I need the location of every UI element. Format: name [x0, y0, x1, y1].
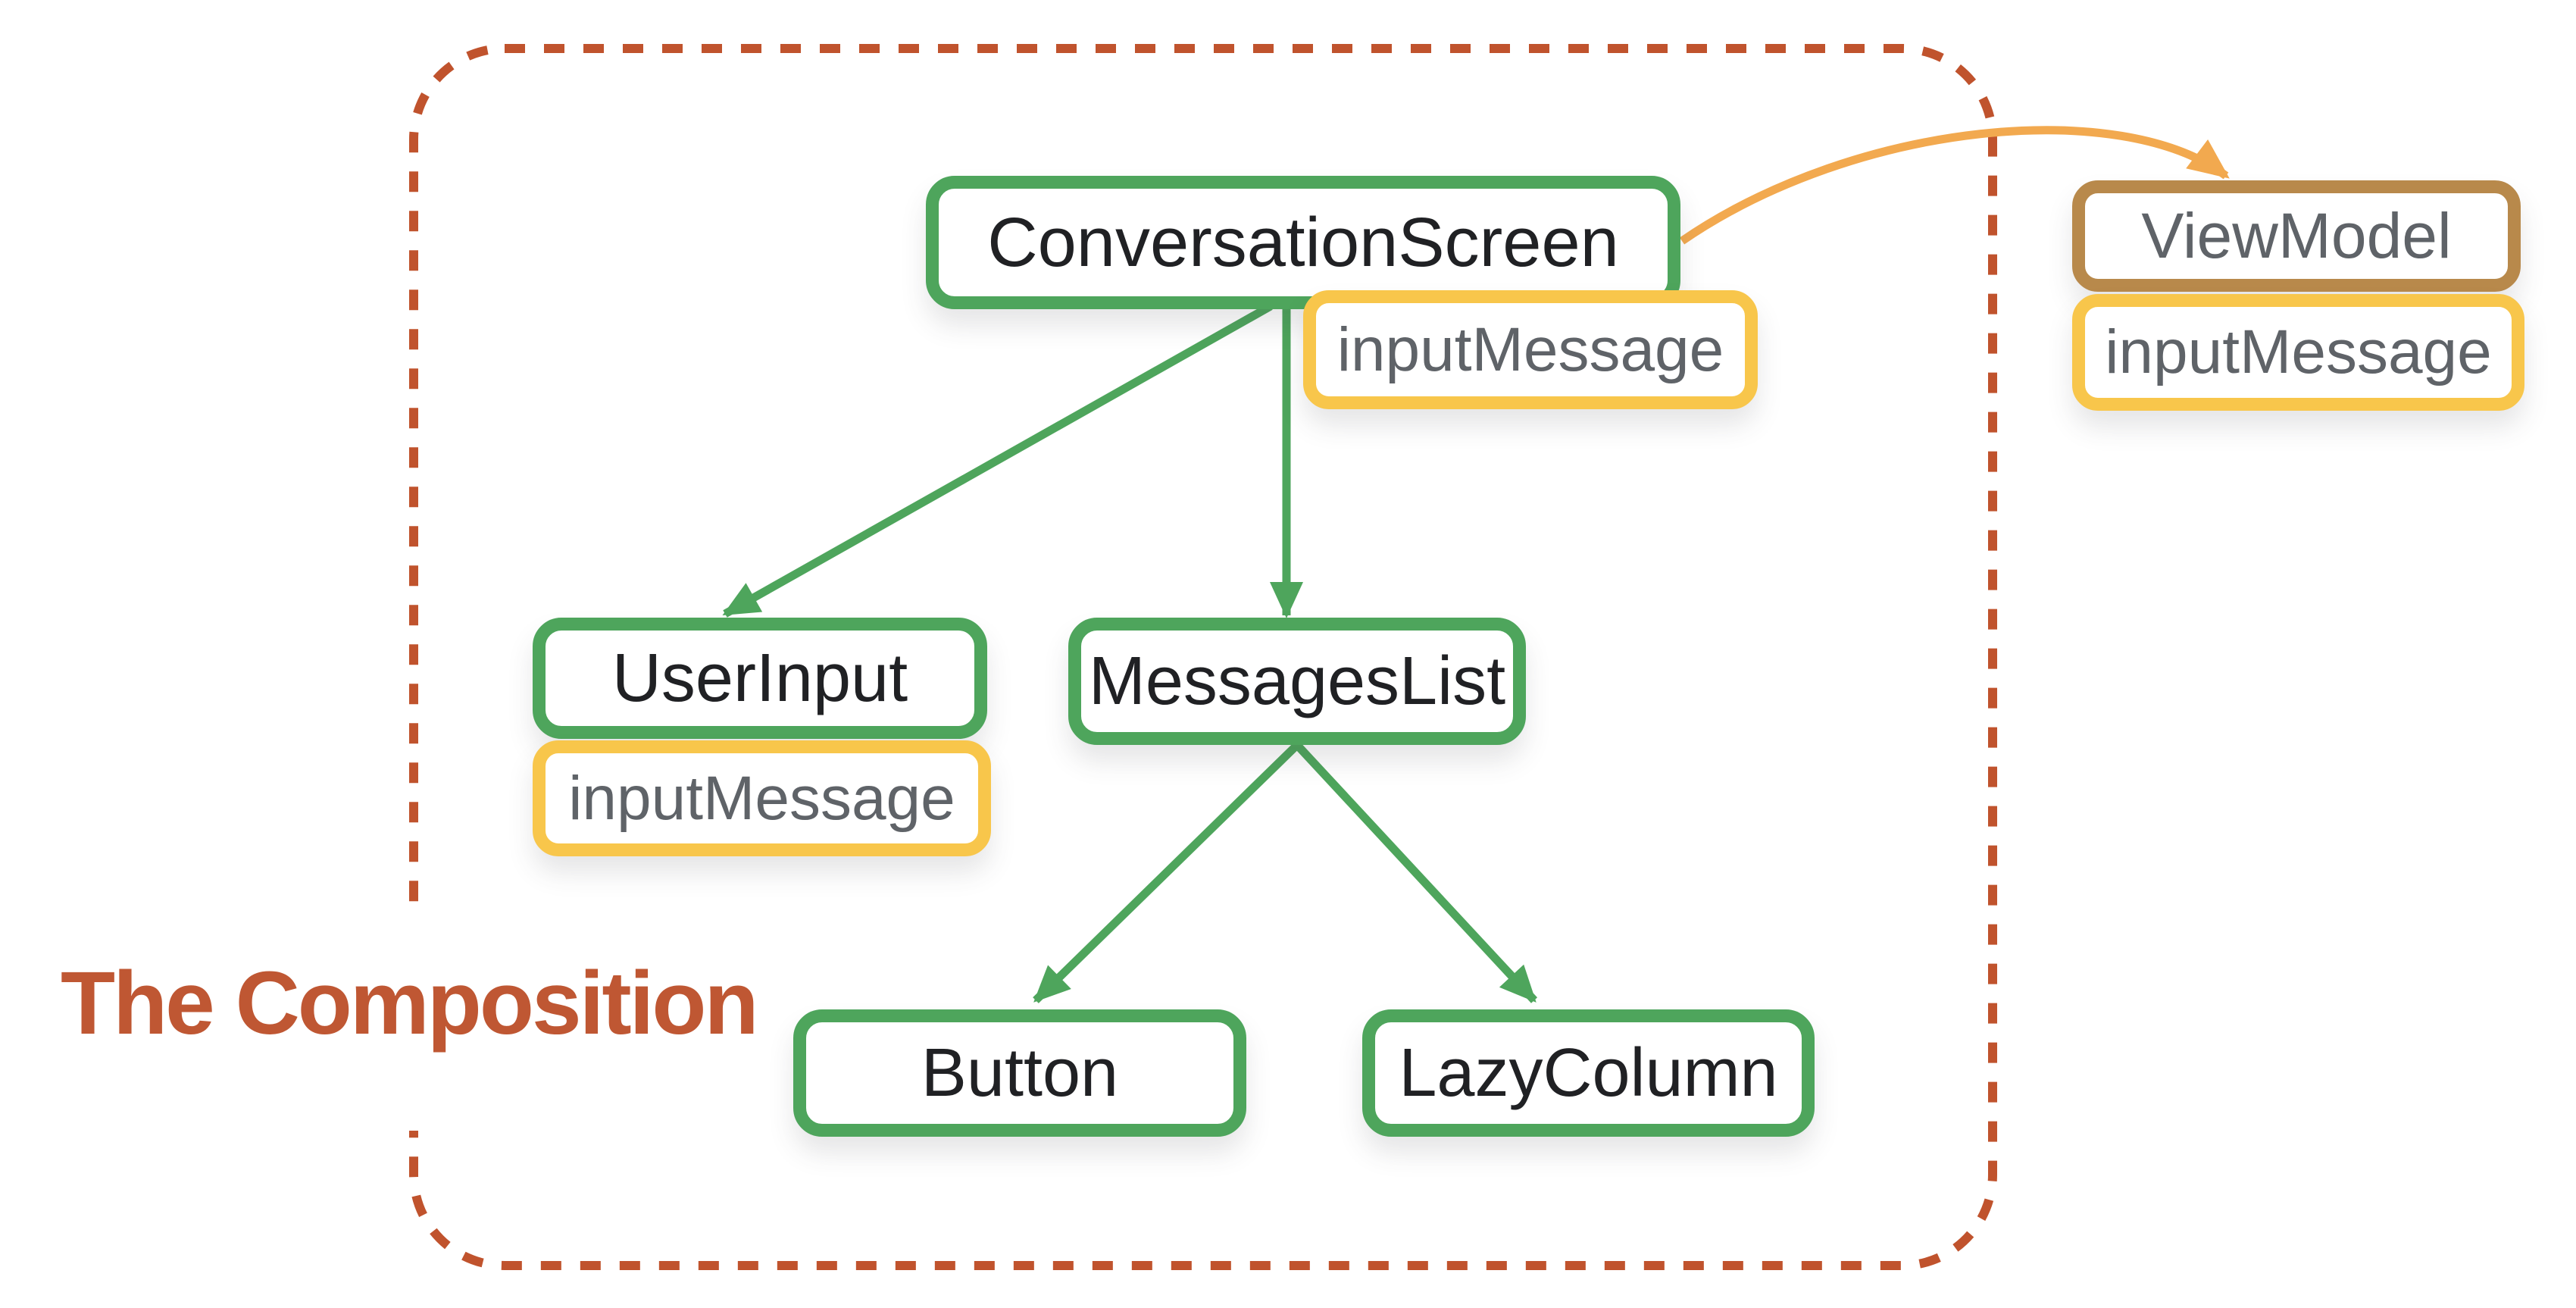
- edge-conversationscreen-userinput: [722, 302, 1273, 618]
- node-user-input-label: UserInput: [611, 640, 908, 716]
- state-chip-user-input-label: inputMessage: [568, 763, 955, 833]
- node-user-input: UserInput: [533, 618, 987, 739]
- node-button-label: Button: [921, 1034, 1119, 1111]
- node-lazy-column: LazyColumn: [1362, 1009, 1815, 1137]
- state-chip-conversation-screen-label: inputMessage: [1336, 314, 1724, 384]
- node-view-model: ViewModel: [2072, 180, 2521, 292]
- node-messages-list-label: MessagesList: [1088, 643, 1506, 719]
- node-button: Button: [793, 1009, 1246, 1137]
- state-chip-user-input: inputMessage: [533, 740, 991, 856]
- edge-conversationscreen-viewmodel: [1679, 126, 2230, 245]
- node-view-model-label: ViewModel: [2141, 200, 2452, 271]
- state-chip-conversation-screen: inputMessage: [1303, 290, 1758, 409]
- diagram-title: The Composition: [61, 953, 759, 1053]
- composition-boundary: [409, 44, 1997, 1270]
- node-lazy-column-label: LazyColumn: [1399, 1034, 1778, 1111]
- node-conversation-screen: ConversationScreen: [926, 176, 1680, 309]
- edge-messageslist-lazycolumn: [1293, 742, 1538, 1003]
- node-messages-list: MessagesList: [1068, 618, 1526, 745]
- node-conversation-screen-label: ConversationScreen: [987, 203, 1619, 281]
- edge-messageslist-button: [1033, 742, 1300, 1003]
- state-chip-view-model: inputMessage: [2072, 294, 2524, 411]
- boundary-title-gap: [379, 903, 451, 1131]
- state-chip-view-model-label: inputMessage: [2105, 318, 2492, 386]
